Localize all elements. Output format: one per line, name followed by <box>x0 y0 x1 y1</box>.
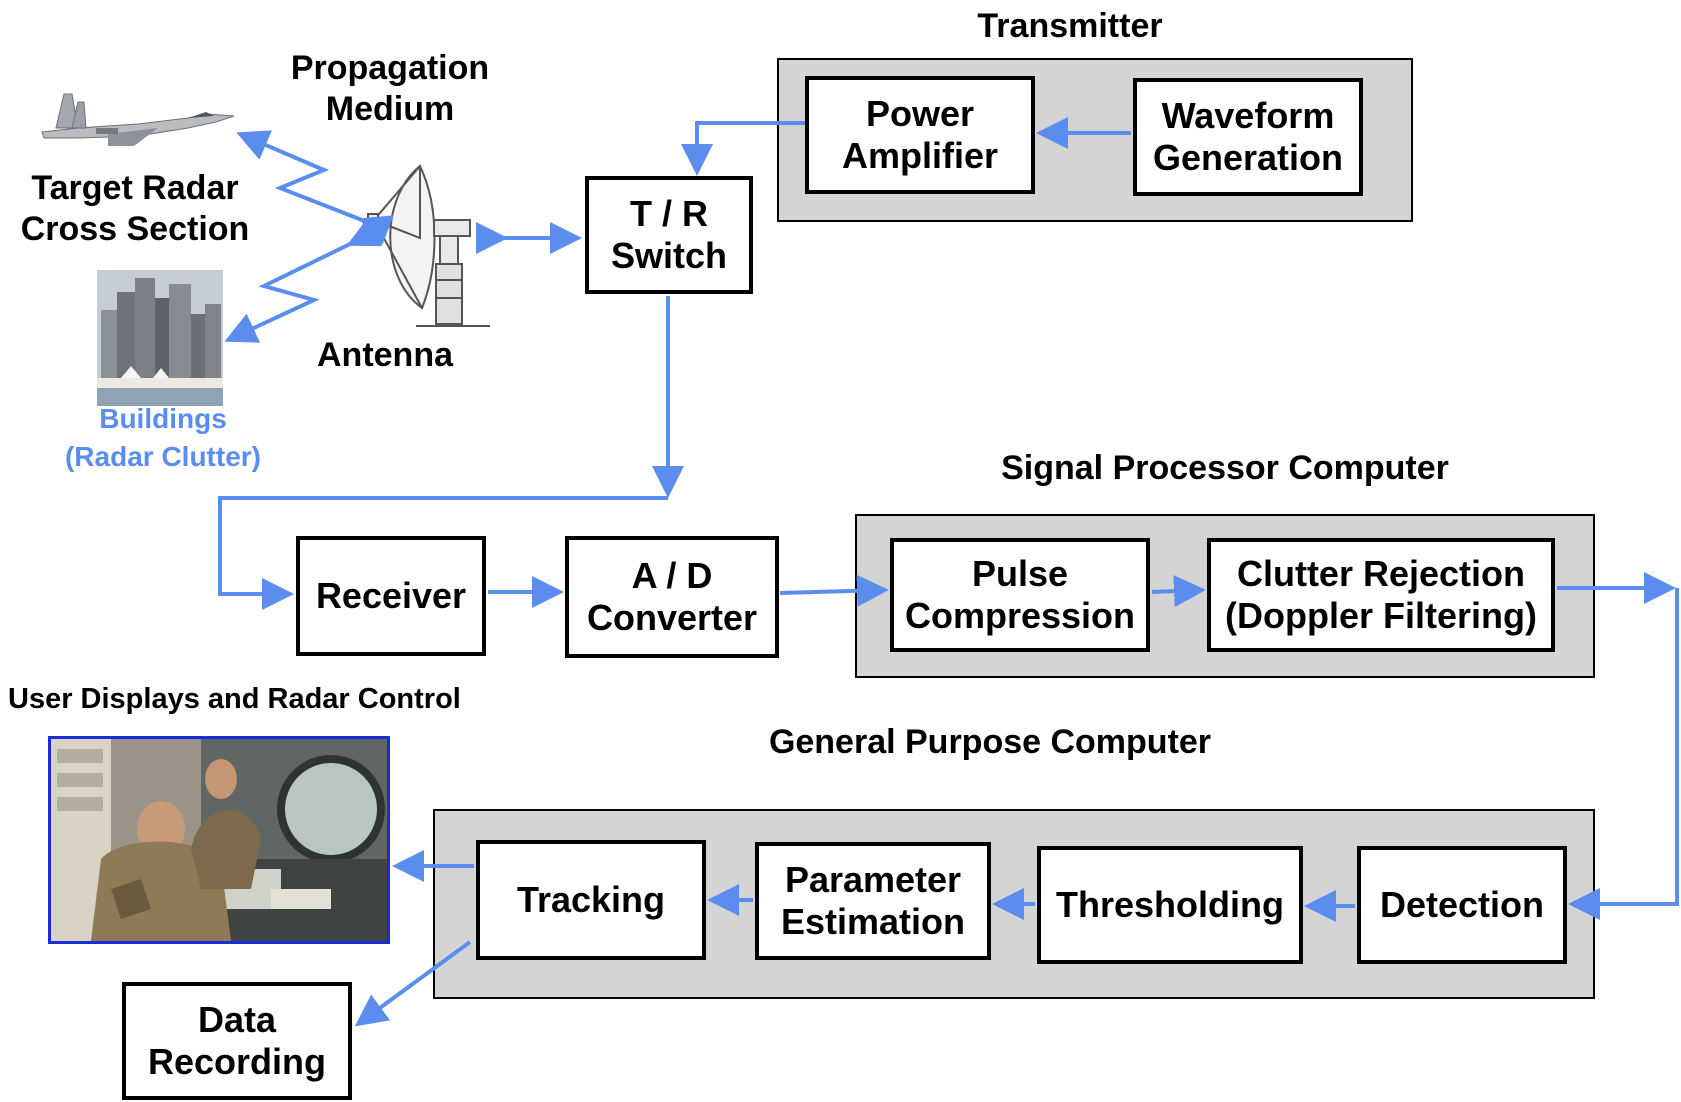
tracking-label: Tracking <box>516 878 666 920</box>
target-rcs-label: Target Radar Cross Section <box>20 169 250 248</box>
arrow-to-receiver <box>218 496 668 610</box>
waveform-generation-block: Waveform Generation <box>1133 78 1363 196</box>
signal-processor-title: Signal Processor Computer <box>1001 449 1449 487</box>
tr-switch-block: T / R Switch <box>585 176 753 294</box>
propagation-zigzag-target <box>236 130 394 246</box>
clutter-rejection-label: Clutter Rejection (Doppler Filtering) <box>1225 552 1537 636</box>
arrow-pc-to-cr <box>1151 575 1206 608</box>
arrow-pa-to-tr <box>681 121 805 176</box>
ad-converter-block: A / D Converter <box>565 536 779 658</box>
power-amplifier-block: Power Amplifier <box>805 76 1035 194</box>
data-recording-label: Data Recording <box>147 998 326 1082</box>
detection-label: Detection <box>1379 883 1545 925</box>
ad-converter-label: A / D Converter <box>586 554 758 638</box>
arrow-trk-to-recording <box>354 940 472 1027</box>
parameter-estimation-label: Parameter Estimation <box>780 858 966 942</box>
data-recording-block: Data Recording <box>122 982 352 1100</box>
receiver-block: Receiver <box>296 536 486 656</box>
buildings-label: Buildings (Radar Clutter) <box>64 403 261 472</box>
general-purpose-title: General Purpose Computer <box>768 723 1212 761</box>
operators-console-photo <box>48 736 390 944</box>
clutter-rejection-block: Clutter Rejection (Doppler Filtering) <box>1207 538 1555 652</box>
detection-block: Detection <box>1357 846 1567 964</box>
tracking-block: Tracking <box>476 840 706 960</box>
waveform-generation-label: Waveform Generation <box>1152 94 1344 178</box>
pulse-compression-label: Pulse Compression <box>904 552 1136 636</box>
parameter-estimation-block: Parameter Estimation <box>755 842 991 960</box>
receiver-label: Receiver <box>315 574 467 616</box>
radar-dish-icon <box>367 164 490 327</box>
transmitter-title: Transmitter <box>977 7 1163 45</box>
arrow-to-detection <box>1568 588 1679 920</box>
arrow-ad-to-pc <box>779 574 889 607</box>
tr-switch-label: T / R Switch <box>610 192 727 276</box>
operators-console-scene <box>51 739 387 941</box>
power-amplifier-label: Power Amplifier <box>841 92 999 176</box>
jet-aircraft-icon <box>41 93 235 146</box>
thresholding-block: Thresholding <box>1037 846 1303 964</box>
propagation-medium-label: Propagation Medium <box>290 49 490 128</box>
thresholding-label: Thresholding <box>1056 883 1284 925</box>
pulse-compression-block: Pulse Compression <box>890 538 1150 652</box>
city-buildings-icon <box>97 270 223 406</box>
propagation-zigzag-clutter <box>224 217 383 343</box>
user-displays-label: User Displays and Radar Control <box>8 683 461 715</box>
